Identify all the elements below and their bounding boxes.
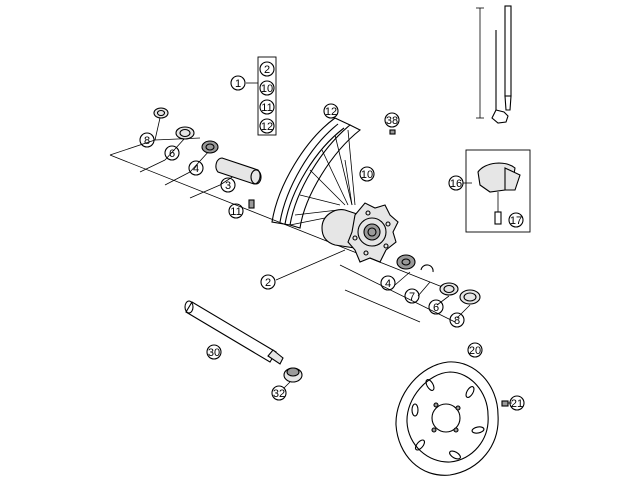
callout-11-kit: 11 (261, 102, 272, 114)
front-axle (184, 300, 284, 365)
callout-10: 10 (361, 169, 373, 181)
callout-8-left: 8 (144, 135, 150, 147)
callout-1: 1 (235, 78, 241, 90)
callout-10-kit: 10 (261, 83, 273, 95)
callout-21: 21 (511, 398, 523, 410)
callout-7: 7 (409, 291, 415, 303)
spoke-wrench-group: 16 17 (448, 149, 531, 233)
right-bearings (396, 254, 481, 305)
axle-nut (283, 367, 303, 389)
callout-2-kit: 2 (264, 64, 270, 76)
right-axis-lines (339, 264, 471, 323)
wheel-hub (321, 202, 399, 263)
brake-disc (395, 361, 499, 476)
callout-12-kit: 12 (261, 121, 273, 133)
callout-4-left: 4 (193, 163, 199, 175)
callout-4-right: 4 (385, 278, 391, 290)
spoke-tool (476, 5, 512, 124)
callout-38: 38 (386, 115, 398, 127)
spoke-nipple (248, 199, 255, 209)
callout-3: 3 (225, 180, 231, 192)
callout-6-right: 6 (433, 302, 439, 314)
callout-32: 32 (273, 388, 285, 400)
callout-12: 12 (325, 106, 337, 118)
callout-17: 17 (510, 215, 522, 227)
callout-11: 11 (230, 206, 241, 218)
callout-8-right: 8 (454, 315, 460, 327)
left-bearings (153, 107, 262, 185)
callout-20: 20 (469, 345, 481, 357)
callout-2: 2 (265, 277, 271, 289)
callout-16: 16 (450, 178, 462, 190)
callout-30: 30 (208, 347, 220, 359)
callout-6-left: 6 (169, 148, 175, 160)
spoke-kit-callout-group: 1 2 10 11 12 (230, 56, 277, 136)
wheel-rim (271, 117, 362, 229)
